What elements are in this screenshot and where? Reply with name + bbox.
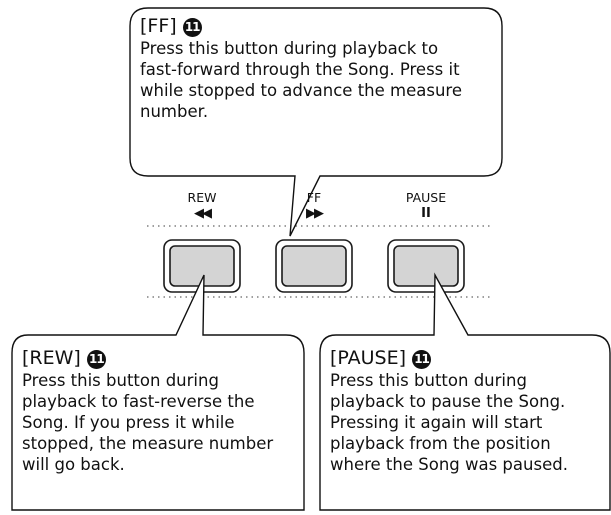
pause-callout-line: Pressing it again will start (330, 413, 543, 432)
pause-callout-bubble (319, 272, 611, 511)
pause-callout: [PAUSE] 11 Press this button during playb… (330, 346, 608, 475)
pause-callout-line: playback to pause the Song. (330, 392, 566, 411)
ff-callout-line: Press this button during playback to (140, 39, 439, 58)
rewind-icon: ◀◀ (194, 206, 212, 221)
ff-callout-line: number. (140, 102, 209, 121)
rew-callout-line: Song. If you press it while (22, 413, 235, 432)
ff-callout-line: while stopped to advance the measure (140, 81, 462, 100)
pause-label: PAUSE (405, 190, 447, 205)
rew-label: REW (187, 190, 217, 205)
ff-button[interactable] (275, 239, 353, 293)
pause-callout-title: [PAUSE] (330, 347, 407, 369)
ff-callout: [FF] 11 Press this button during playback… (140, 14, 500, 122)
rew-callout-line: will go back. (22, 455, 125, 474)
reference-number-icon: 11 (86, 350, 106, 369)
rew-callout-title: [REW] (22, 347, 81, 369)
pause-callout-line: where the Song was paused. (330, 455, 568, 474)
ff-callout-title: [FF] (140, 15, 177, 37)
pause-icon: II (421, 206, 431, 221)
pause-callout-line: playback from the position (330, 434, 551, 453)
pause-button[interactable] (387, 239, 465, 293)
reference-number-icon: 11 (412, 350, 432, 369)
fast-forward-icon: ▶▶ (306, 206, 324, 221)
pause-callout-line: Press this button during (330, 371, 527, 390)
ff-label: FF (306, 190, 322, 205)
reference-number-icon: 11 (182, 18, 202, 37)
rew-button[interactable] (163, 239, 241, 293)
rew-callout-line: playback to fast-reverse the (22, 392, 255, 411)
ff-callout-bubble (129, 7, 503, 237)
ff-callout-line: fast-forward through the Song. Press it (140, 60, 460, 79)
rew-callout-line: Press this button during (22, 371, 219, 390)
rew-callout-bubble (11, 274, 305, 511)
rew-callout-line: stopped, the measure number (22, 434, 274, 453)
rew-callout: [REW] 11 Press this button during playbac… (22, 346, 302, 475)
